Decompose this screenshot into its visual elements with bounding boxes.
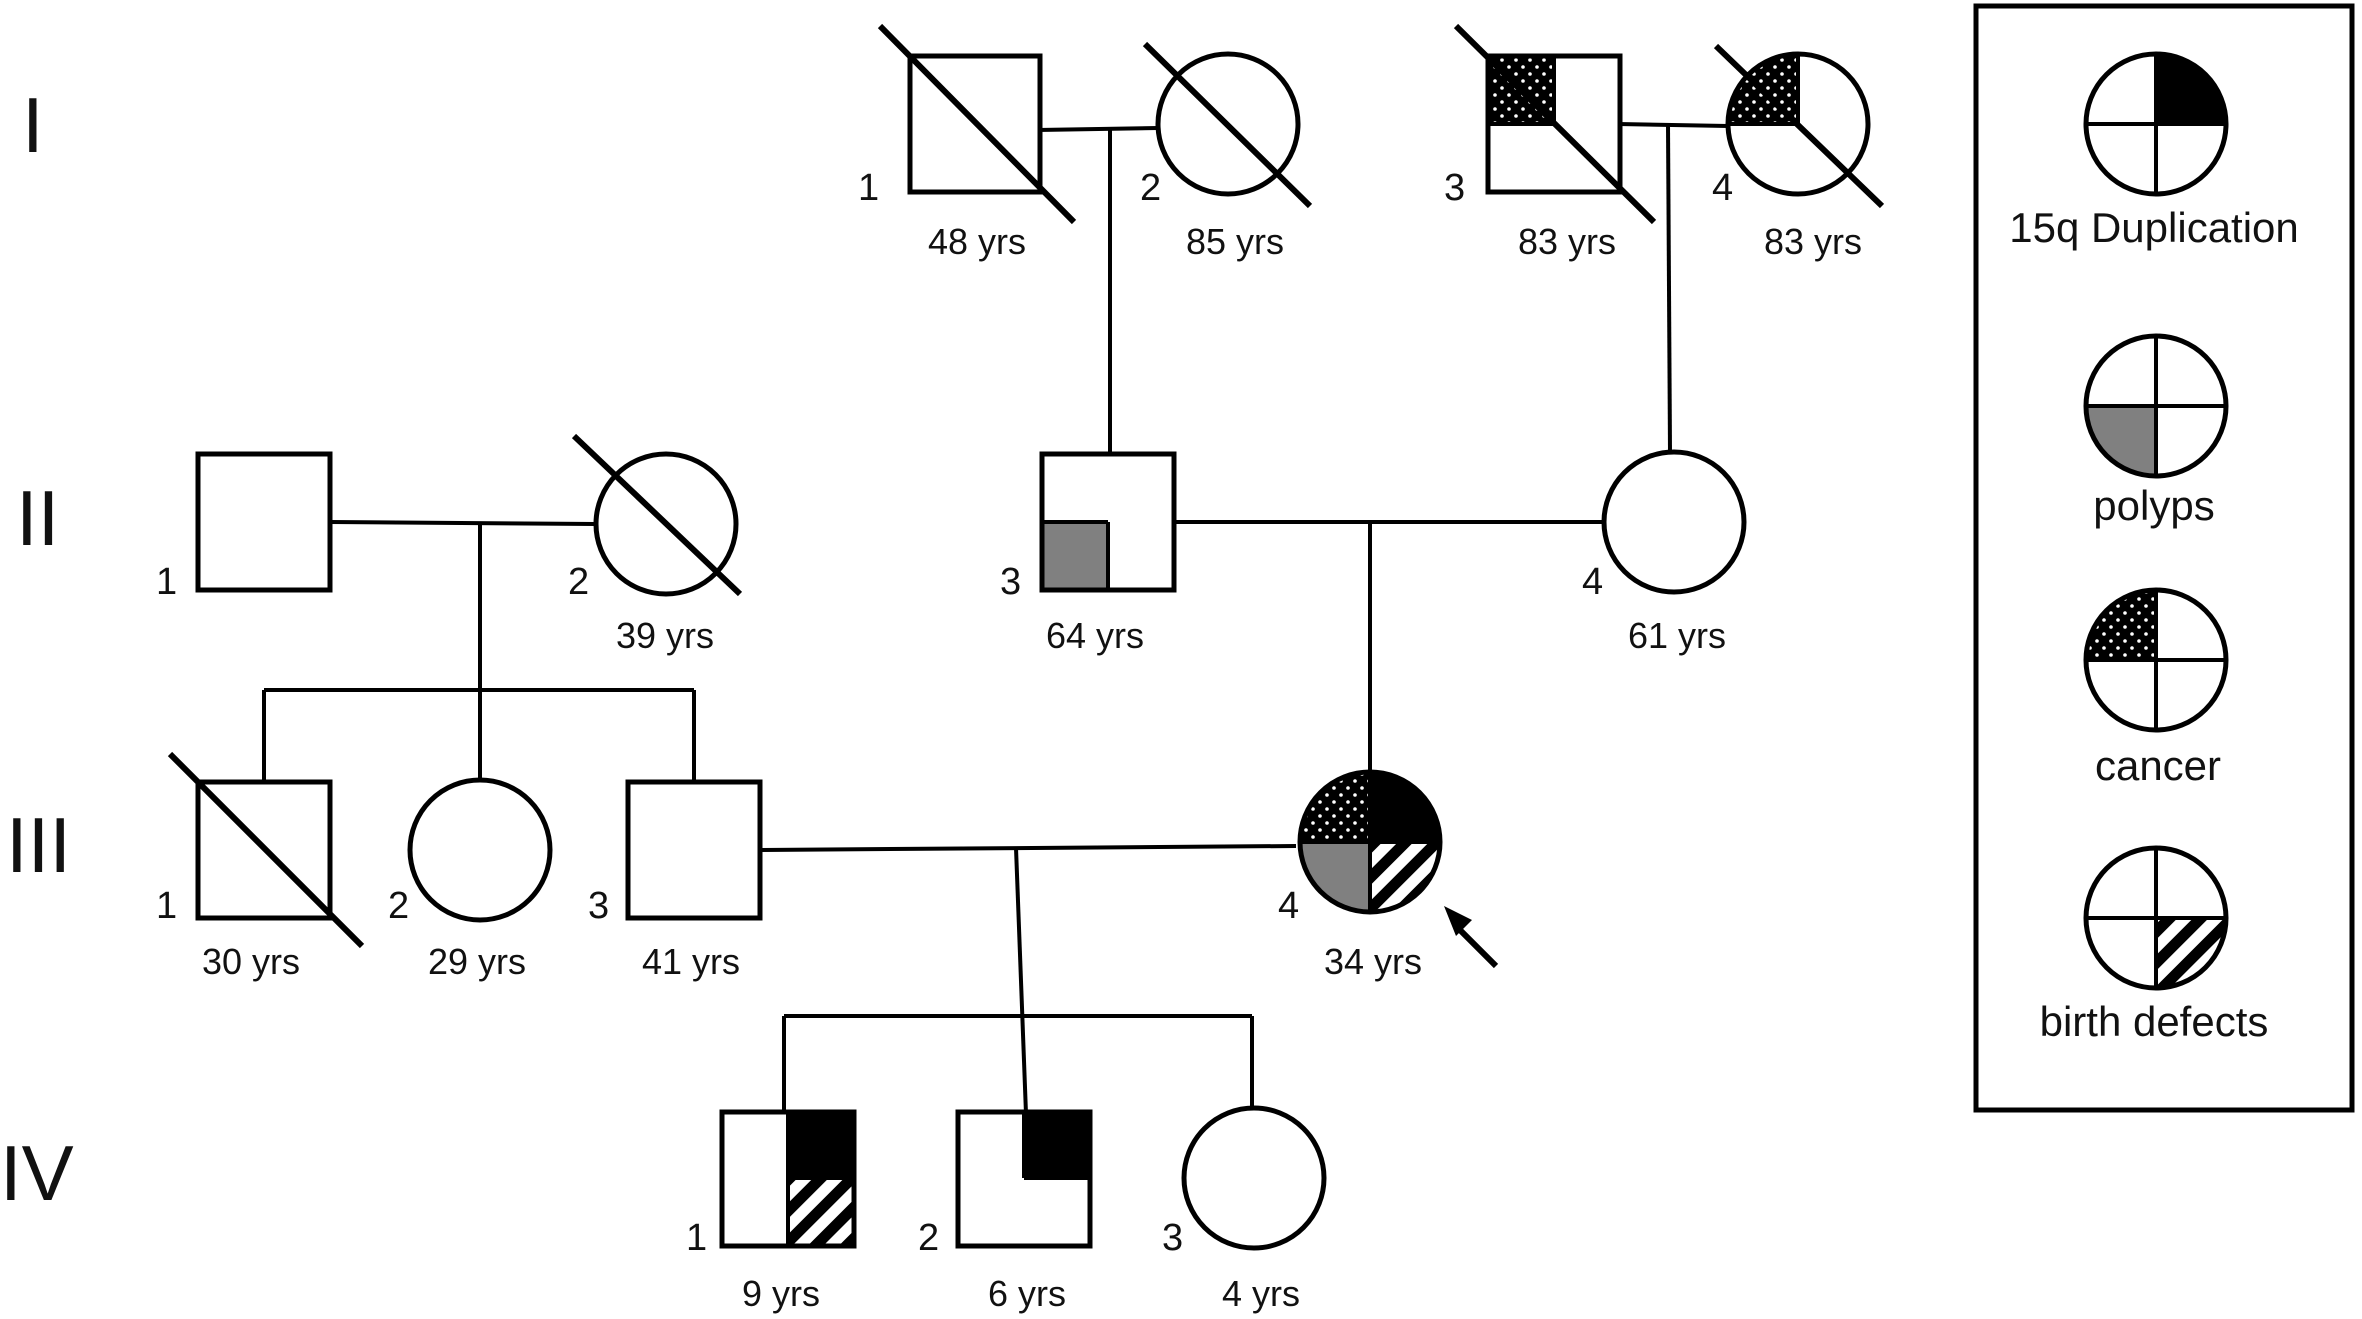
individual-iii1: 1 30 yrs (156, 751, 365, 982)
duplication-swatch (2156, 54, 2226, 124)
age-label: 48 yrs (928, 221, 1026, 262)
age-label: 34 yrs (1324, 941, 1422, 982)
female-symbol (407, 777, 553, 923)
individual-number: 1 (156, 885, 177, 927)
individual-number: 2 (568, 561, 589, 603)
legend-item-duplication: 15q Duplication (2009, 51, 2299, 251)
age-label: 83 yrs (1764, 221, 1862, 262)
individual-i3: 3 83 yrs (1444, 23, 1657, 262)
polyps-swatch (2086, 406, 2156, 476)
male-symbol (195, 451, 333, 593)
legend-item-birth-defects: birth defects (2040, 845, 2269, 1045)
birth-defects-quadrant (1370, 842, 1440, 912)
individual-iii2: 2 29 yrs (388, 777, 553, 982)
male-symbol (625, 779, 763, 921)
individual-iv2: 2 6 yrs (918, 1109, 1093, 1314)
descent-line-ii4 (1666, 124, 1672, 453)
legend-label: cancer (2095, 742, 2221, 789)
generation-label-1: I (22, 81, 44, 169)
female-symbol (1155, 51, 1301, 197)
mating-line-i3-i4 (1617, 122, 1729, 128)
age-label: 83 yrs (1518, 221, 1616, 262)
legend-label: polyps (2093, 482, 2214, 529)
individual-number: 1 (686, 1217, 707, 1259)
proband-arrow-head (1444, 906, 1472, 936)
age-label: 9 yrs (742, 1273, 820, 1314)
birth-defects-swatch (2156, 918, 2226, 988)
deceased-slash (1453, 23, 1657, 225)
individual-ii3: 3 64 yrs (1000, 451, 1177, 656)
legend-label: birth defects (2040, 998, 2269, 1045)
legend-label: 15q Duplication (2009, 204, 2299, 251)
individual-number: 2 (388, 885, 409, 927)
individual-iii3: 3 41 yrs (588, 779, 763, 982)
individual-iv1: 1 9 yrs (686, 1109, 857, 1314)
deceased-slash (877, 23, 1077, 225)
age-label: 61 yrs (1628, 615, 1726, 656)
polyps-quadrant (1300, 842, 1370, 912)
individual-number: 3 (1444, 167, 1465, 209)
age-label: 6 yrs (988, 1273, 1066, 1314)
relationship-lines (262, 122, 1729, 1115)
mating-line-ii1-ii2 (329, 520, 597, 526)
individual-number: 3 (1162, 1217, 1183, 1259)
generation-label-3: III (6, 801, 71, 889)
deceased-slash (571, 433, 743, 597)
age-label: 64 yrs (1046, 615, 1144, 656)
female-symbol (593, 451, 739, 597)
generation-label-4: IV (0, 1129, 74, 1217)
mating-line-i1-i2 (1037, 126, 1159, 132)
deceased-slash (167, 751, 365, 949)
age-label: 41 yrs (642, 941, 740, 982)
individual-number: 2 (918, 1217, 939, 1259)
individual-number: 1 (156, 561, 177, 603)
legend-box: 15q Duplication polyps cancer birth defe… (1973, 3, 2355, 1113)
individual-ii1: 1 (156, 451, 333, 603)
generation-label-2: II (16, 474, 59, 562)
individual-iv3: 3 4 yrs (1162, 1105, 1327, 1314)
female-symbol (1181, 1105, 1327, 1251)
individual-ii4: 4 61 yrs (1582, 449, 1747, 656)
individual-number: 4 (1582, 561, 1603, 603)
polyps-quadrant (1042, 522, 1108, 590)
deceased-slash (1142, 41, 1313, 209)
age-label: 4 yrs (1222, 1273, 1300, 1314)
duplication-quadrant (1024, 1112, 1090, 1178)
individual-number: 2 (1140, 167, 1161, 209)
cancer-swatch (2086, 590, 2156, 660)
descent-line-iii3-iii4 (1014, 847, 1028, 1115)
proband-arrow-shaft (1455, 925, 1499, 969)
mating-line-iii3-iii4 (761, 844, 1297, 852)
age-label: 29 yrs (428, 941, 526, 982)
cancer-quadrant (1300, 772, 1370, 842)
duplication-quadrant (1370, 772, 1440, 842)
individual-number: 4 (1712, 167, 1733, 209)
age-label: 85 yrs (1186, 221, 1284, 262)
duplication-quadrant (788, 1112, 854, 1178)
legend-item-cancer: cancer (2083, 587, 2229, 789)
individual-ii2: 2 39 yrs (568, 433, 743, 656)
individual-i2: 2 85 yrs (1140, 41, 1313, 262)
individual-number: 4 (1278, 885, 1299, 927)
male-symbol (907, 53, 1043, 195)
female-symbol (1601, 449, 1747, 595)
age-label: 39 yrs (616, 615, 714, 656)
individual-i4: 4 83 yrs (1712, 43, 1885, 262)
individual-i1: 1 48 yrs (858, 23, 1077, 262)
legend-item-polyps: polyps (2083, 333, 2229, 529)
age-label: 30 yrs (202, 941, 300, 982)
deceased-slash (1713, 43, 1885, 209)
male-symbol (195, 779, 333, 921)
proband-arrow (1444, 906, 1499, 969)
individual-number: 3 (588, 885, 609, 927)
individual-iii4-proband: 4 34 yrs (1278, 769, 1499, 982)
birth-defects-quadrant (788, 1178, 854, 1246)
individual-number: 1 (858, 167, 879, 209)
individual-number: 3 (1000, 561, 1021, 603)
